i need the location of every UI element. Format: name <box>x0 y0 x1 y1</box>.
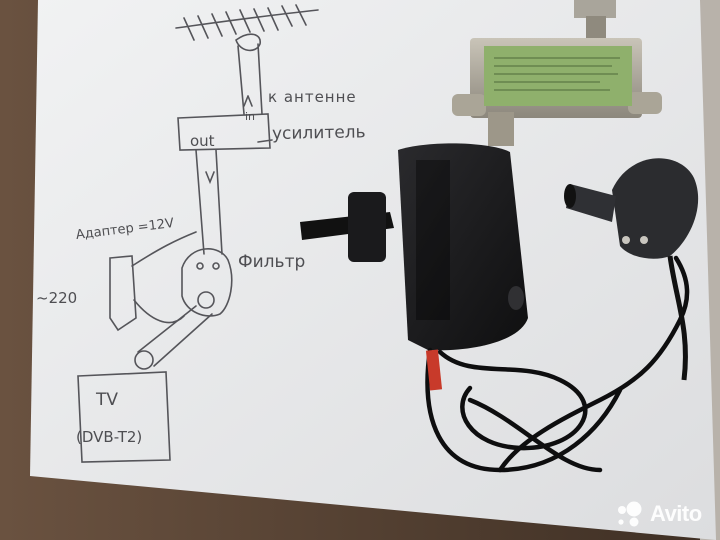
top-connector-neck <box>586 16 606 42</box>
sketch-adapter <box>109 255 137 332</box>
paper-sheet <box>30 0 716 540</box>
filter-cable <box>667 255 688 381</box>
sketch-arrow-up <box>243 95 253 107</box>
amplifier-label-sticker <box>484 46 632 106</box>
label-out: out <box>190 132 215 150</box>
adapter-body <box>398 143 528 351</box>
label-in: in <box>245 110 256 123</box>
label-filter: Фильтр <box>238 252 306 272</box>
label-amplifier: усилитель <box>271 122 366 144</box>
sketch-arrow-down <box>205 171 215 185</box>
power-adapter <box>300 143 528 351</box>
sketch-adapter-wire <box>131 231 197 267</box>
label-to-antenna: к антенне <box>268 88 357 106</box>
sketch-mast <box>237 43 263 115</box>
cable-3 <box>497 255 690 473</box>
cable-4 <box>467 397 603 473</box>
pencil-sketch <box>77 4 319 463</box>
adapter-shadow-edge <box>416 160 450 320</box>
sketch-cable-tv <box>137 305 213 367</box>
sketch-amplifier-box <box>177 113 271 151</box>
avito-logo-icon <box>618 501 642 527</box>
sketch-filter-dot2 <box>212 262 220 270</box>
cable-2 <box>437 349 588 451</box>
cable-coil <box>425 255 690 473</box>
watermark-text: Avito <box>650 501 702 526</box>
amplifier-unit <box>452 0 662 146</box>
red-sleeve <box>425 349 443 391</box>
filter-body <box>612 158 699 259</box>
filter-plug <box>564 158 699 381</box>
sketch-cable-down <box>195 149 223 255</box>
sketch-filter-port <box>197 291 215 309</box>
sketch-pointer <box>257 139 273 143</box>
mount-ear-right <box>628 92 662 114</box>
mount-ear-left <box>452 94 486 116</box>
top-connector <box>574 0 616 18</box>
plug-base <box>348 192 386 262</box>
label-dvb-t2: (DVB-T2) <box>76 428 143 446</box>
sketch-antenna-elements <box>183 4 307 41</box>
amp-output-connector <box>488 112 514 146</box>
sketch-tv-box <box>77 371 171 463</box>
sketch-filter <box>181 248 233 317</box>
filter-barrel <box>566 184 616 222</box>
sketch-filter-dot1 <box>196 262 204 270</box>
avito-watermark: Avito <box>614 500 702 528</box>
label-mains: ~220 <box>36 289 78 307</box>
label-tv: TV <box>96 390 119 410</box>
sketch-antenna-loop <box>235 33 261 52</box>
sketch-tv-plug <box>134 350 154 370</box>
adapter-switch <box>508 286 524 310</box>
